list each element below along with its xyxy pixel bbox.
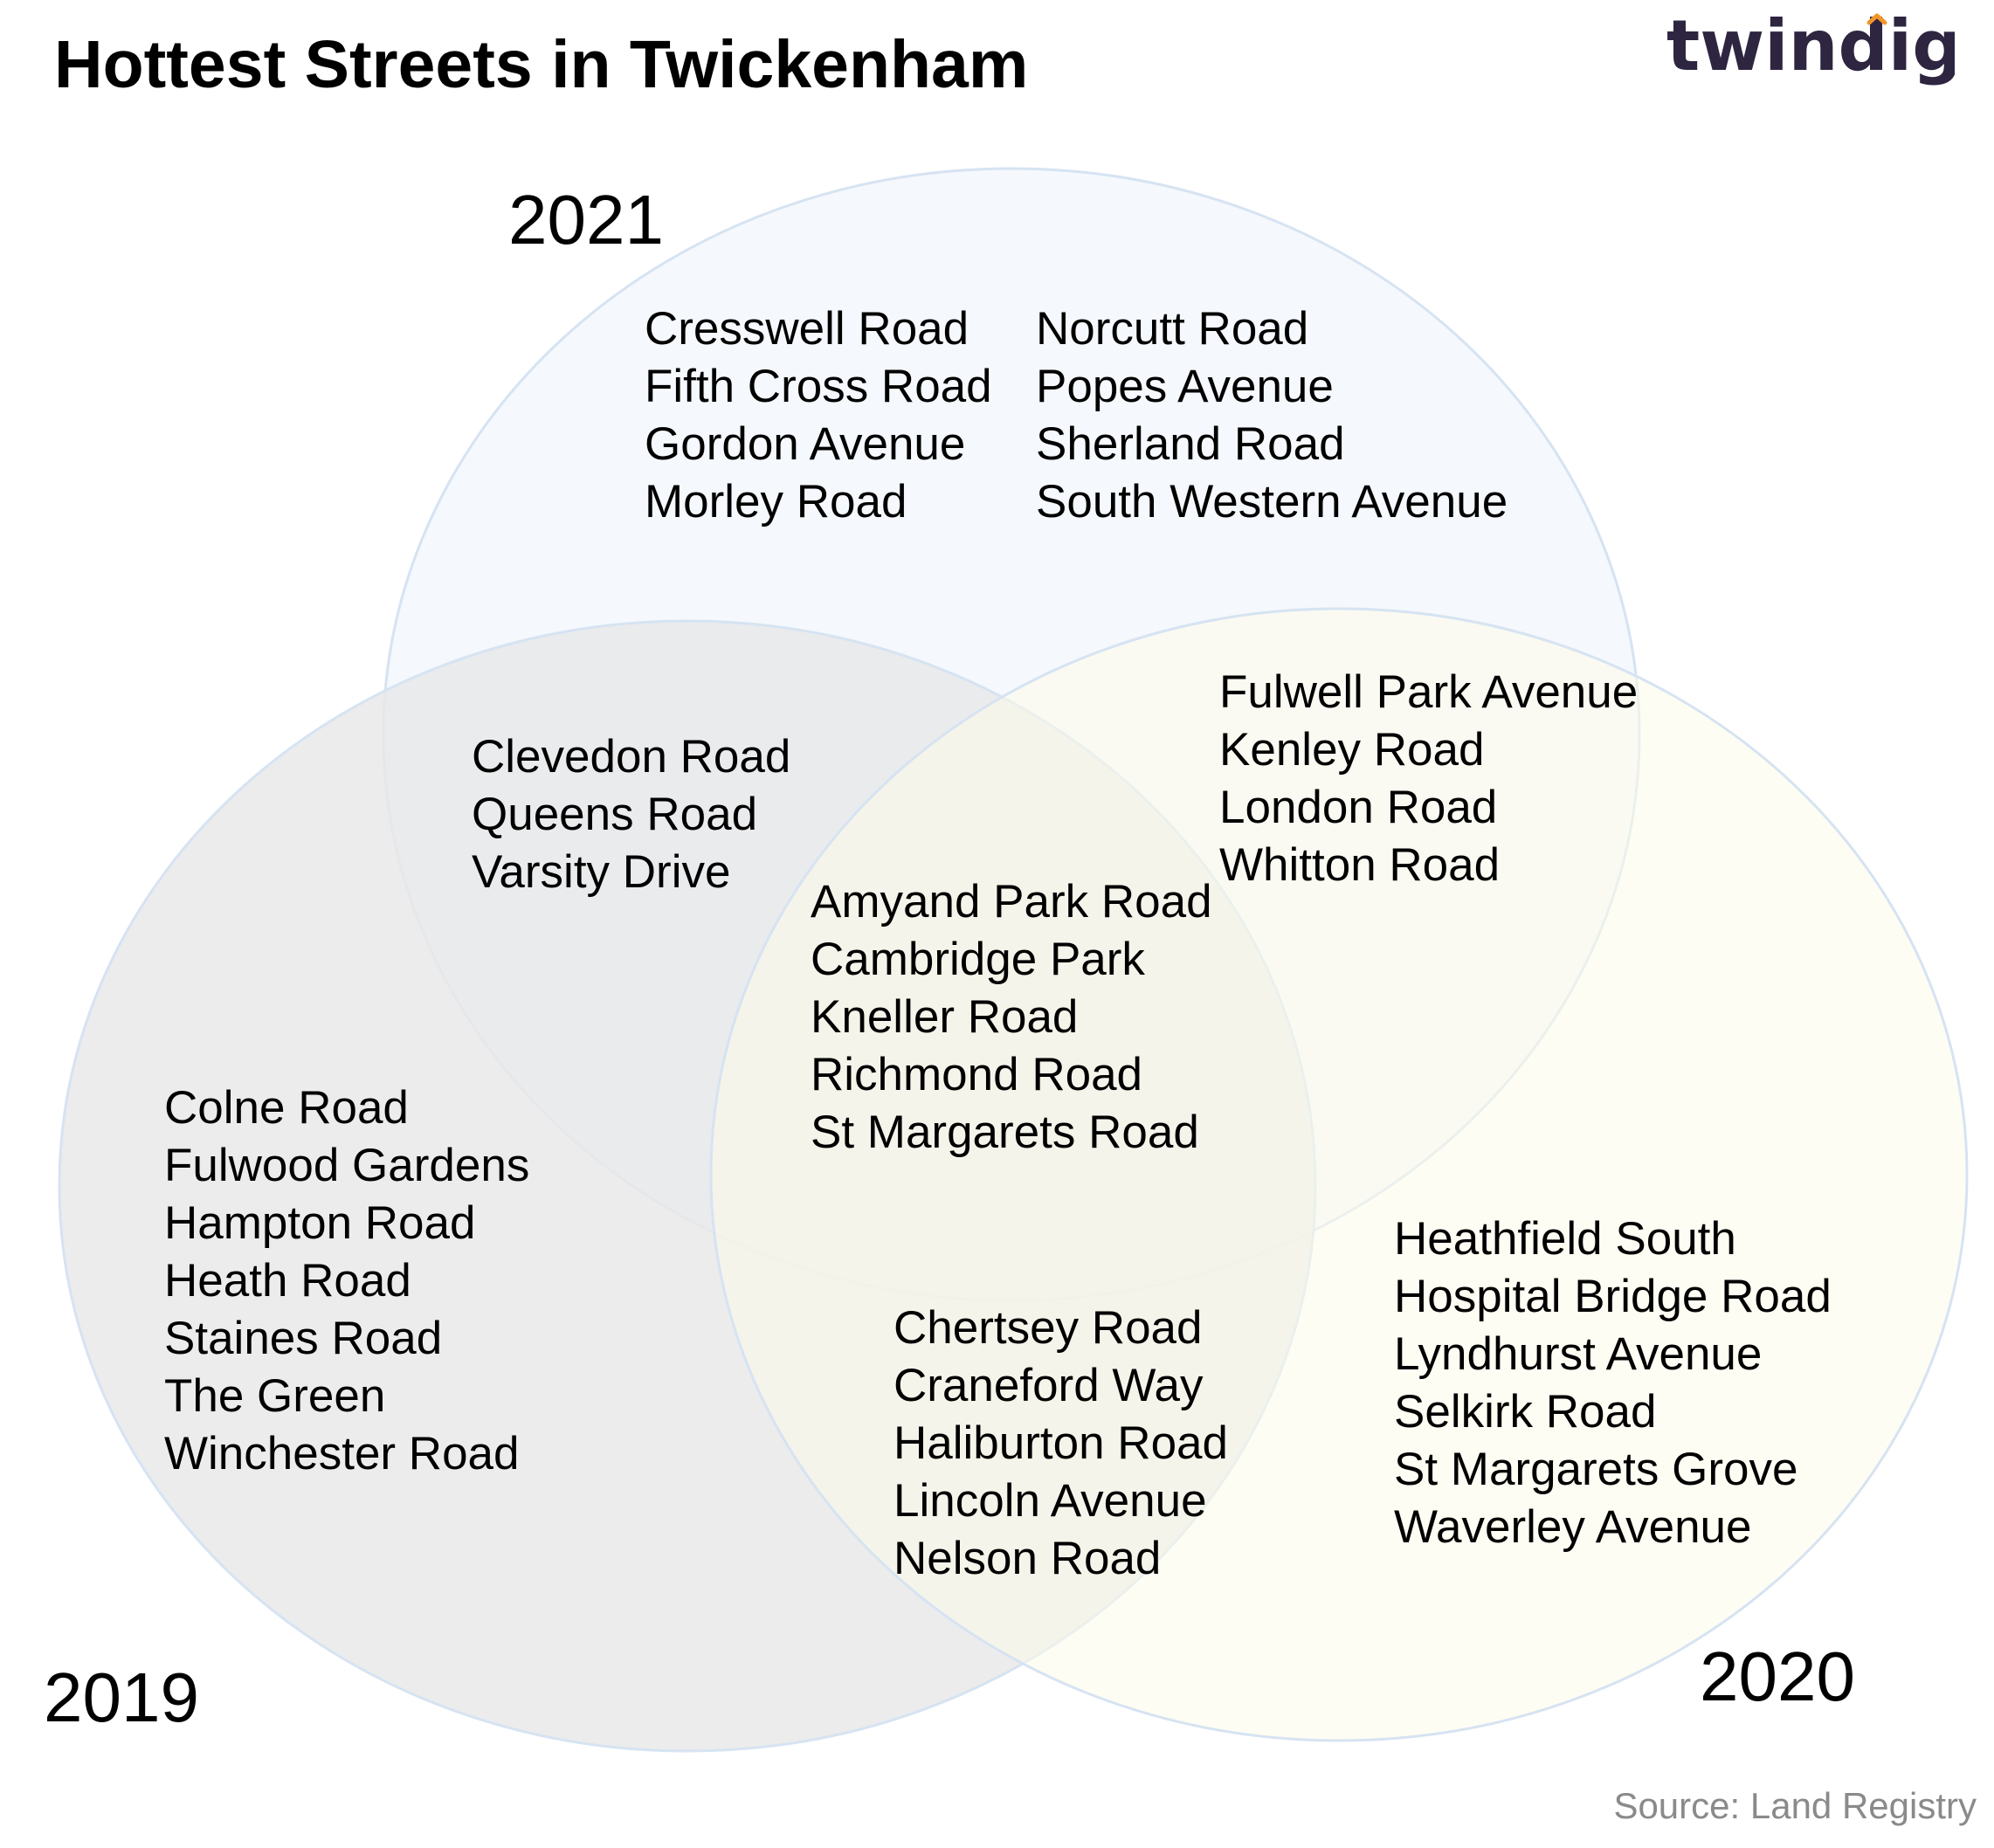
street-item: Gordon Avenue xyxy=(645,418,966,470)
street-item: Kneller Road xyxy=(811,991,1079,1043)
street-item: Lincoln Avenue xyxy=(894,1475,1207,1527)
street-item: Fulwell Park Avenue xyxy=(1219,666,1639,718)
street-item: Chertsey Road xyxy=(894,1302,1203,1354)
logo-roof-accent xyxy=(1866,13,1887,25)
street-item: Clevedon Road xyxy=(472,731,791,783)
street-item: Haliburton Road xyxy=(894,1417,1229,1469)
set-label-2020: 2020 xyxy=(1700,1638,1855,1715)
street-item: Richmond Road xyxy=(811,1049,1143,1100)
street-item: Kenley Road xyxy=(1219,724,1485,776)
street-item: Fulwood Gardens xyxy=(164,1140,530,1191)
street-item: Popes Avenue xyxy=(1036,361,1334,412)
street-item: Selkirk Road xyxy=(1394,1386,1657,1438)
set-label-2021: 2021 xyxy=(508,181,664,259)
street-item: Heath Road xyxy=(164,1255,411,1307)
street-item: Nelson Road xyxy=(894,1533,1162,1584)
street-item: Colne Road xyxy=(164,1082,409,1134)
street-item: Cresswell Road xyxy=(645,303,969,355)
street-item: Morley Road xyxy=(645,476,907,528)
street-item: Varsity Drive xyxy=(472,846,731,898)
street-item: Norcutt Road xyxy=(1036,303,1309,355)
street-item: St Margarets Grove xyxy=(1394,1444,1798,1495)
street-item: Whitton Road xyxy=(1219,839,1501,891)
street-item: Hospital Bridge Road xyxy=(1394,1271,1832,1322)
street-item: Fifth Cross Road xyxy=(645,361,992,412)
street-item: Cambridge Park xyxy=(811,934,1145,985)
street-item: Waverley Avenue xyxy=(1394,1501,1752,1553)
chart-title: Hottest Streets in Twickenham xyxy=(54,27,1029,102)
street-item: South Western Avenue xyxy=(1036,476,1508,528)
street-item: The Green xyxy=(164,1370,386,1422)
street-item: Winchester Road xyxy=(164,1428,520,1479)
street-item: London Road xyxy=(1219,782,1498,833)
twindig-logo: twindig xyxy=(1666,5,1955,86)
street-item: Sherland Road xyxy=(1036,418,1345,470)
street-item: St Margarets Road xyxy=(811,1107,1199,1158)
set-circle-2020 xyxy=(709,607,1969,1742)
street-item: Hampton Road xyxy=(164,1197,476,1249)
street-item: Staines Road xyxy=(164,1313,443,1364)
street-item: Amyand Park Road xyxy=(811,876,1212,927)
logo-wordmark: twindig xyxy=(1666,5,1955,86)
street-item: Heathfield South xyxy=(1394,1213,1736,1265)
street-item: Queens Road xyxy=(472,789,758,840)
street-item: Lyndhurst Avenue xyxy=(1394,1328,1763,1380)
street-item: Craneford Way xyxy=(894,1360,1204,1411)
set-label-2019: 2019 xyxy=(44,1658,199,1736)
source-note: Source: Land Registry xyxy=(1613,1785,1977,1826)
